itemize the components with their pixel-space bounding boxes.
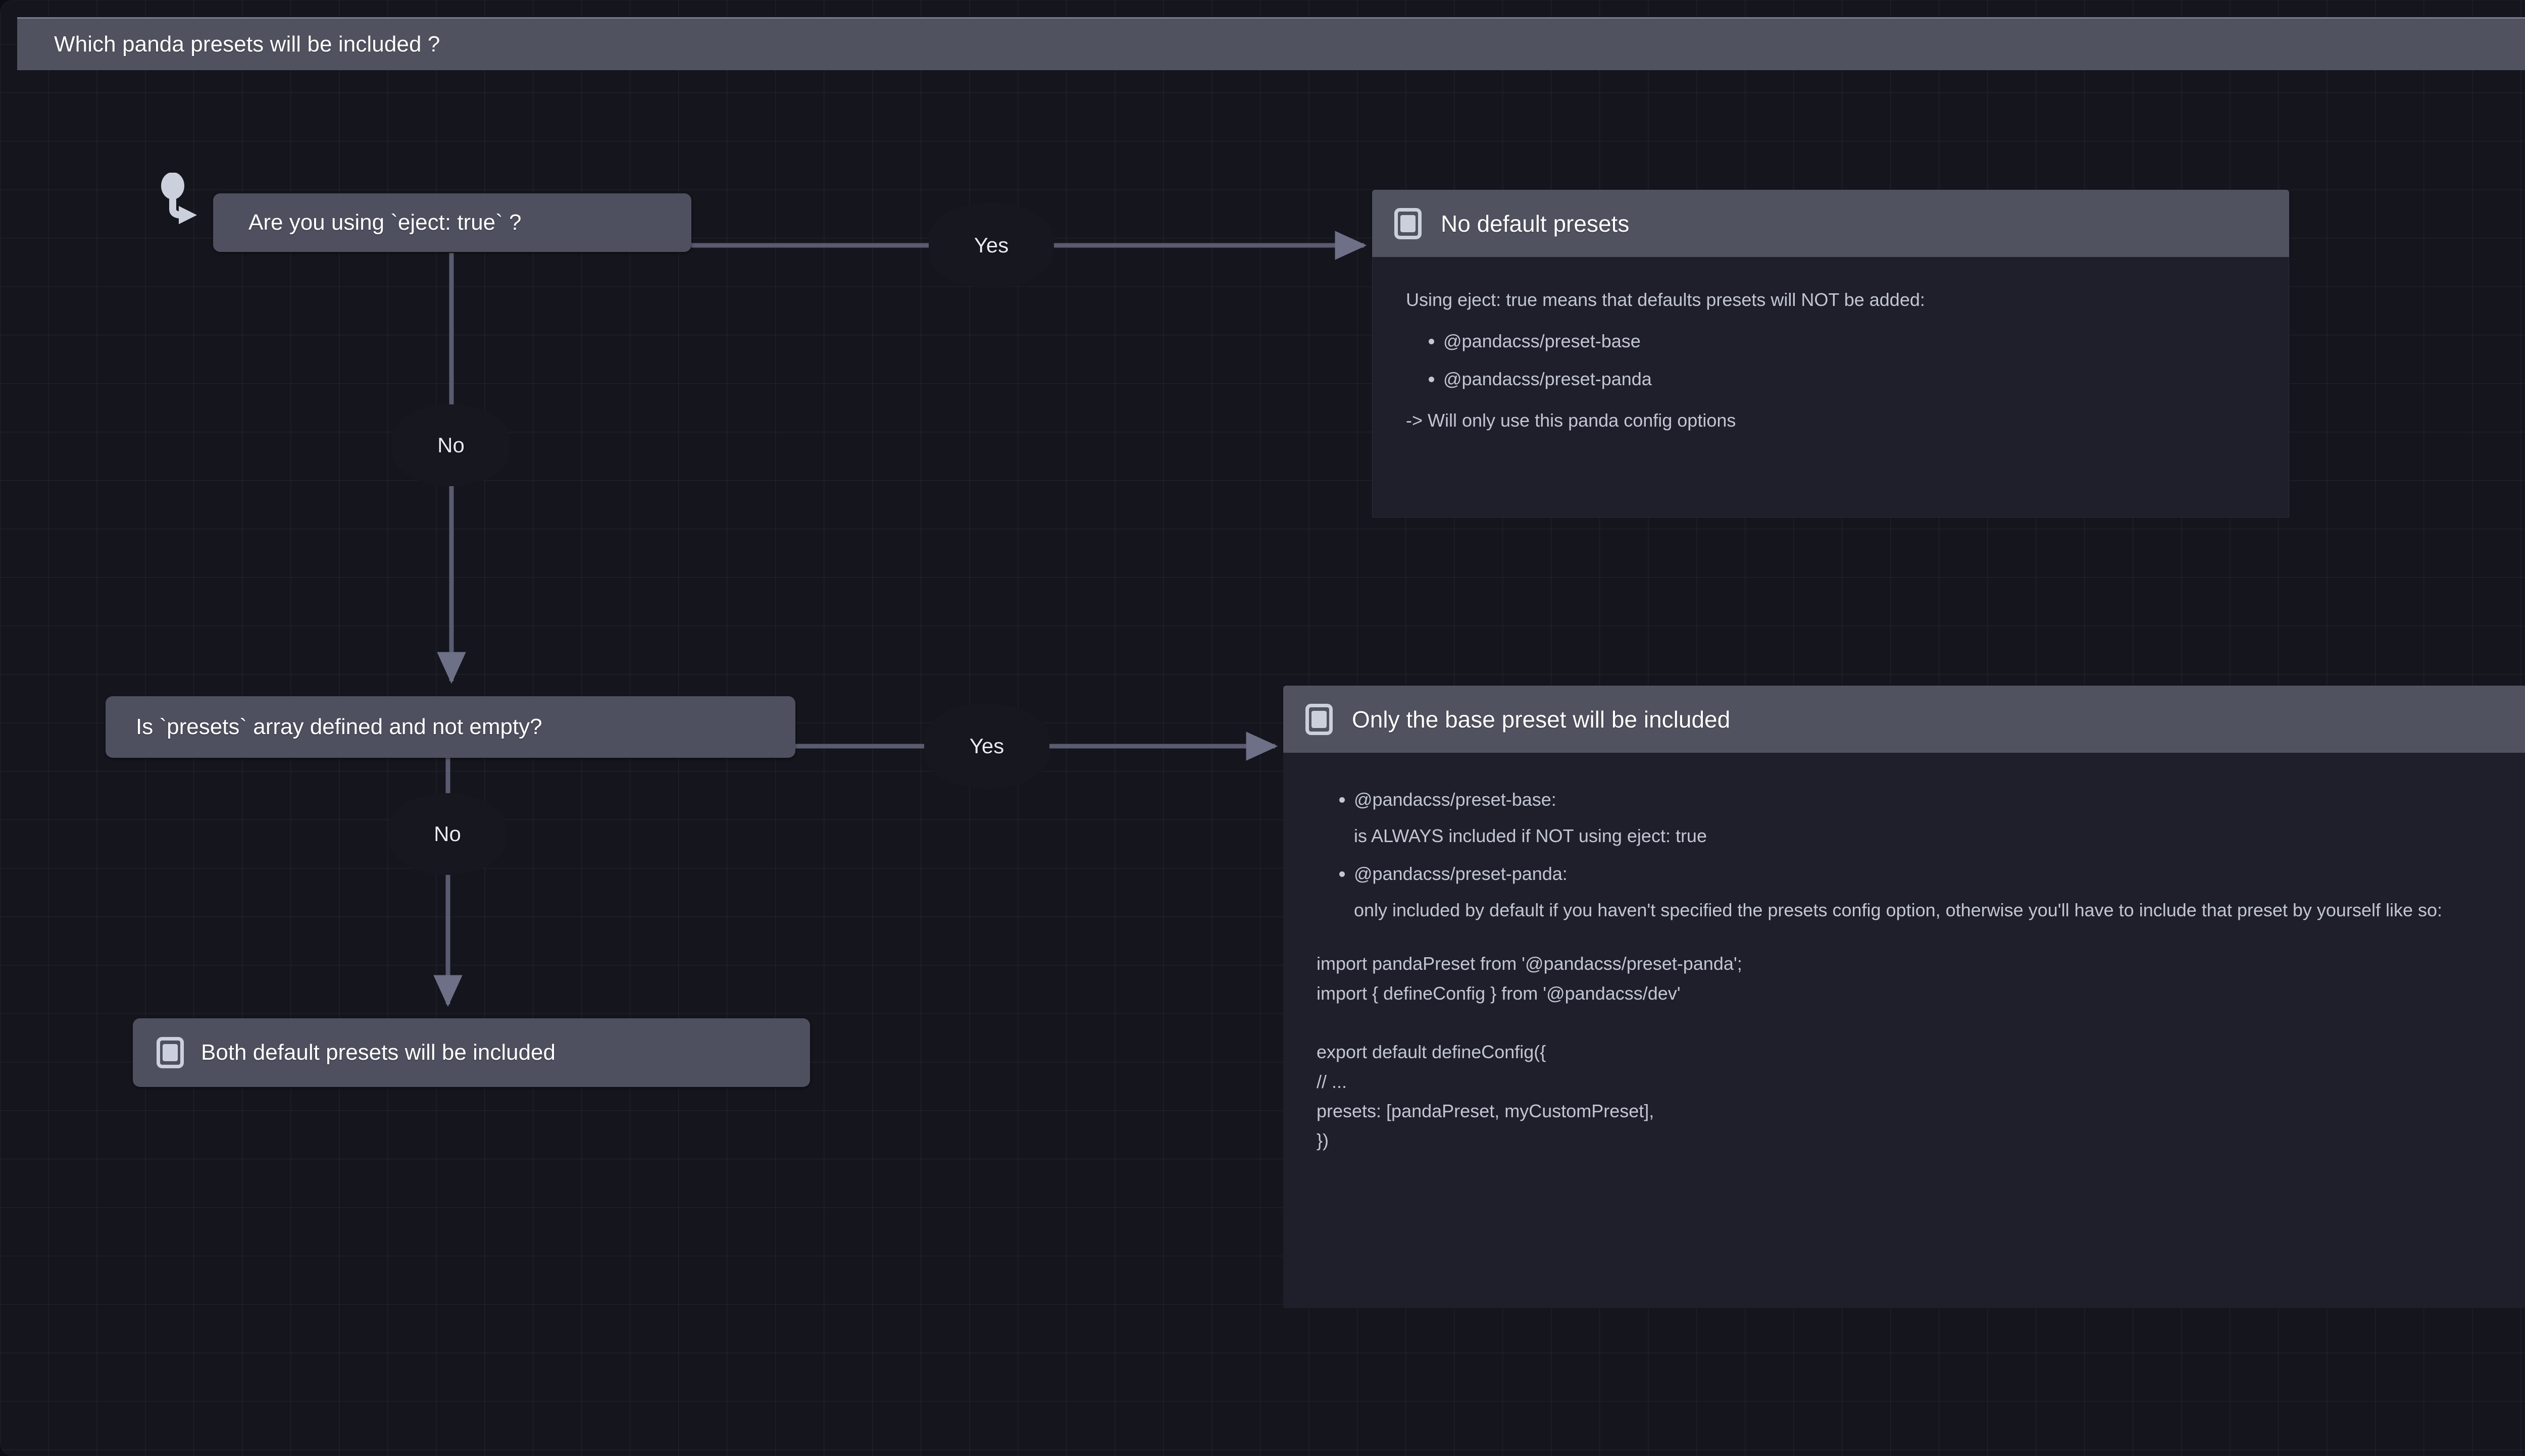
note-icon [157,1037,184,1068]
list-item-detail: only included by default if you haven't … [1354,899,2443,920]
list-item-detail: is ALWAYS included if NOT using eject: t… [1354,825,1707,847]
panel-only-base-preset[interactable]: Only the base preset will be included @p… [1283,686,2525,1308]
panel-only-base-preset-title: Only the base preset will be included [1352,706,1731,733]
list-item: @pandacss/preset-base [1443,327,2255,356]
panel-only-base-preset-header: Only the base preset will be included [1283,686,2525,753]
preset-list: @pandacss/preset-base @pandacss/preset-p… [1406,327,2255,394]
list-item: @pandacss/preset-base: is ALWAYS include… [1354,785,2525,851]
list-item-term: @pandacss/preset-panda: [1354,863,1568,884]
code-line: }) [1317,1130,1329,1151]
node-result-both-presets[interactable]: Both default presets will be included [133,1018,810,1087]
panel-no-default-presets-header: No default presets [1372,190,2289,257]
note-icon [1305,703,1333,735]
page-title: Which panda presets will be included ? [54,32,440,57]
node-result-both-presets-label: Both default presets will be included [201,1040,556,1065]
code-line: import pandaPreset from '@pandacss/prese… [1317,953,1742,974]
edge-label-yes-eject: Yes [929,202,1054,288]
code-line [1317,1008,2525,1037]
list-item: @pandacss/preset-panda: only included by… [1354,859,2525,925]
node-decision-eject-label: Are you using `eject: true` ? [248,210,522,235]
panel-no-default-presets[interactable]: No default presets Using eject: true mea… [1372,190,2289,517]
panel-only-base-preset-body: @pandacss/preset-base: is ALWAYS include… [1283,753,2525,1308]
edge-label-yes-presets: Yes [924,703,1049,789]
edge-label-no-presets: No [389,793,506,875]
panel-outro-text: -> Will only use this panda config optio… [1406,409,1736,431]
code-line: export default defineConfig({ [1317,1042,1546,1063]
panel-no-default-presets-body: Using eject: true means that defaults pr… [1372,257,2289,517]
diagram-title-bar: Which panda presets will be included ? [17,17,2525,70]
node-decision-presets[interactable]: Is `presets` array defined and not empty… [106,696,795,758]
node-decision-presets-label: Is `presets` array defined and not empty… [136,714,542,739]
edge-label-no-eject: No [392,404,510,486]
node-decision-eject[interactable]: Are you using `eject: true` ? [213,193,691,252]
code-line: presets: [pandaPreset, myCustomPreset], [1317,1100,1654,1121]
start-marker [158,172,218,236]
preset-detail-list: @pandacss/preset-base: is ALWAYS include… [1317,785,2525,925]
list-item-term: @pandacss/preset-base: [1354,789,1556,810]
panel-intro-text: Using eject: true means that defaults pr… [1406,289,1925,310]
code-block: import pandaPreset from '@pandacss/prese… [1317,949,2525,1155]
code-line: import { defineConfig } from '@pandacss/… [1317,982,1681,1004]
note-icon [1394,207,1422,239]
code-line: // ... [1317,1071,1347,1092]
panel-no-default-presets-title: No default presets [1441,210,1630,237]
list-item: @pandacss/preset-panda [1443,365,2255,394]
